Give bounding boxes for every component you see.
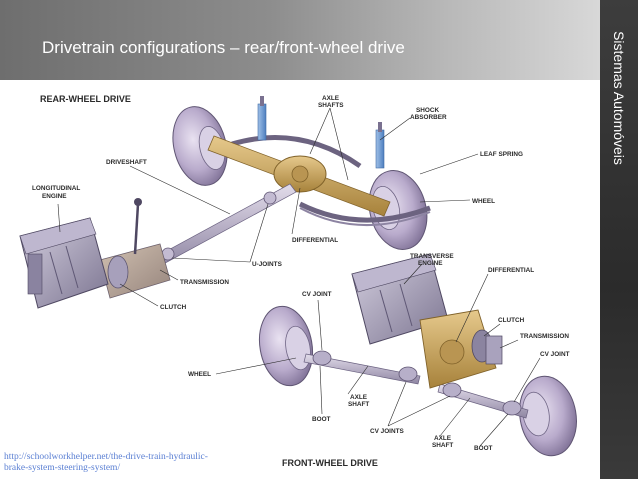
label-shock-2: ABSORBER xyxy=(410,114,447,121)
source-link[interactable]: http://schoolworkhelper.net/the-drive-tr… xyxy=(4,452,254,474)
label-axle-shafts-2: SHAFTS xyxy=(318,102,344,109)
label-cv-joint-left: CV JOINT xyxy=(302,291,332,298)
u-joint-rear xyxy=(263,191,277,205)
leaf-spring xyxy=(298,201,431,223)
label-transverse-engine-1: TRANSVERSE xyxy=(410,253,454,260)
front-differential xyxy=(439,339,465,365)
label-boot-right: BOOT xyxy=(474,445,493,452)
label-rear-wheel: WHEEL xyxy=(472,198,495,205)
cv-joint-outer-left xyxy=(312,350,332,366)
rear-drive-assembly xyxy=(19,96,431,309)
label-cv-joint-right: CV JOINT xyxy=(540,351,570,358)
label-axle-shaft-2b: SHAFT xyxy=(432,442,453,449)
label-driveshaft: DRIVESHAFT xyxy=(106,159,147,166)
cv-joint-outer-right xyxy=(502,400,522,416)
label-transmission: TRANSMISSION xyxy=(180,279,229,286)
shock-absorber-right xyxy=(375,129,385,169)
label-front-differential: DIFFERENTIAL xyxy=(488,267,534,274)
label-longitudinal-engine-1: LONGITUDINAL xyxy=(32,185,80,192)
label-front-clutch: CLUTCH xyxy=(498,317,525,324)
front-axle-shaft-left xyxy=(303,353,421,385)
drivetrain-diagram: REAR-WHEEL DRIVE AXLE SHAFTS SHOCK ABSOR… xyxy=(19,94,577,468)
title-bar xyxy=(0,0,600,80)
front-transmission xyxy=(485,335,503,365)
front-wheel-drive-heading: FRONT-WHEEL DRIVE xyxy=(282,458,378,468)
label-boot-left: BOOT xyxy=(312,416,331,423)
label-longitudinal-engine-2: ENGINE xyxy=(42,193,67,200)
side-band-label: Sistemas Automóveis xyxy=(611,31,627,165)
label-clutch: CLUTCH xyxy=(160,304,187,311)
label-axle-shaft-1b: SHAFT xyxy=(348,401,369,408)
clutch xyxy=(107,255,129,289)
side-band xyxy=(600,0,638,479)
label-cv-joints: CV JOINTS xyxy=(370,428,404,435)
cv-joint-inner-right xyxy=(442,382,462,398)
front-drive-assembly xyxy=(258,253,577,457)
cv-joint-inner-left xyxy=(398,366,418,382)
source-link-line1: http://schoolworkhelper.net/the-drive-tr… xyxy=(4,452,208,462)
label-axle-shaft-2a: AXLE xyxy=(434,435,452,442)
rear-wheel-drive-heading: REAR-WHEEL DRIVE xyxy=(40,94,131,104)
label-shock-1: SHOCK xyxy=(416,107,439,114)
label-front-transmission: TRANSMISSION xyxy=(520,333,569,340)
shock-absorber-left xyxy=(257,103,267,141)
front-leader-lines xyxy=(215,263,541,447)
label-rear-differential: DIFFERENTIAL xyxy=(292,237,338,244)
label-axle-shafts-1: AXLE xyxy=(322,95,340,102)
label-transverse-engine-2: ENGINE xyxy=(418,260,443,267)
label-axle-shaft-1a: AXLE xyxy=(350,394,368,401)
rear-leader-lines xyxy=(57,107,479,307)
slide-title: Drivetrain configurations – rear/front-w… xyxy=(42,38,405,57)
label-leaf-spring: LEAF SPRING xyxy=(480,151,523,158)
label-front-wheel: WHEEL xyxy=(188,371,211,378)
source-link-line2: brake-system-steering-system/ xyxy=(4,463,121,473)
label-u-joints: U-JOINTS xyxy=(252,261,283,268)
